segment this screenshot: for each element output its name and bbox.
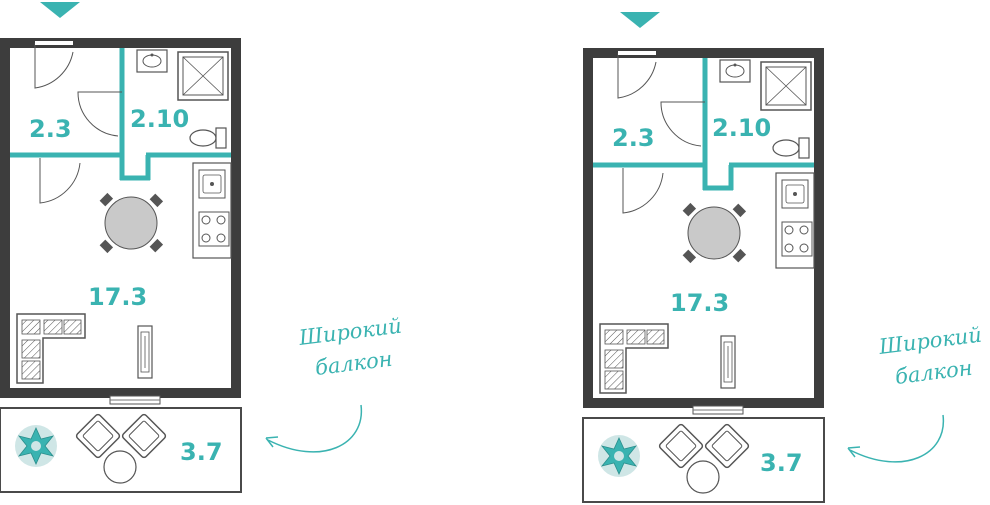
floor-plan-left: 2.3 2.10 17.3 3.7 bbox=[0, 2, 241, 492]
room-area: 17.3 bbox=[670, 289, 729, 317]
callout-left: Широкий балкон bbox=[265, 314, 403, 453]
bathroom-area: 2.10 bbox=[130, 105, 189, 133]
callout-line-1: Широкий bbox=[297, 314, 403, 351]
bathroom-area: 2.10 bbox=[712, 114, 771, 142]
callout-arrow-icon bbox=[847, 414, 945, 463]
room-area: 17.3 bbox=[88, 283, 147, 311]
callout-line-1: Широкий bbox=[877, 323, 983, 360]
entrance-arrow-icon bbox=[40, 2, 80, 18]
hall-area: 2.3 bbox=[29, 115, 72, 143]
balcony-area: 3.7 bbox=[180, 438, 223, 466]
floor-plan-right: 2.3 2.10 17.3 3.7 bbox=[583, 12, 824, 502]
callout-arrow-icon bbox=[265, 404, 363, 453]
callout-line-2: балкон bbox=[894, 356, 974, 389]
balcony-area: 3.7 bbox=[760, 449, 803, 477]
entrance-arrow-icon bbox=[620, 12, 660, 28]
hall-area: 2.3 bbox=[612, 124, 655, 152]
callout-right: Широкий балкон bbox=[847, 323, 983, 463]
callout-line-2: балкон bbox=[314, 347, 394, 380]
